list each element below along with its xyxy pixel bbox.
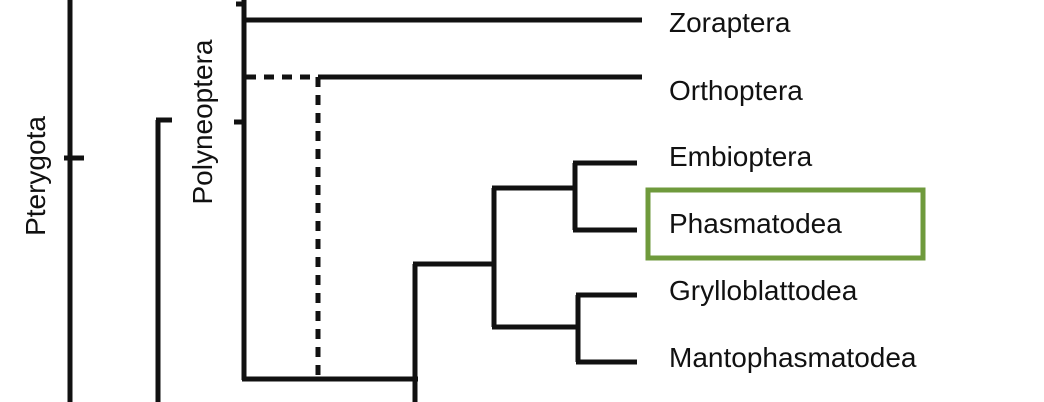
- taxon-grylloblattodea: Grylloblattodea: [669, 275, 858, 306]
- taxon-orthoptera: Orthoptera: [669, 75, 803, 106]
- clade-label-pterygota: Pterygota: [20, 116, 51, 236]
- clade-label-polyneoptera: Polyneoptera: [187, 39, 218, 204]
- taxon-zoraptera: Zoraptera: [669, 7, 791, 38]
- taxon-mantophasmatodea: Mantophasmatodea: [669, 342, 917, 373]
- taxon-phasmatodea: Phasmatodea: [669, 208, 842, 239]
- taxon-embioptera: Embioptera: [669, 141, 813, 172]
- phasmatodea-highlight-box: [645, 187, 926, 261]
